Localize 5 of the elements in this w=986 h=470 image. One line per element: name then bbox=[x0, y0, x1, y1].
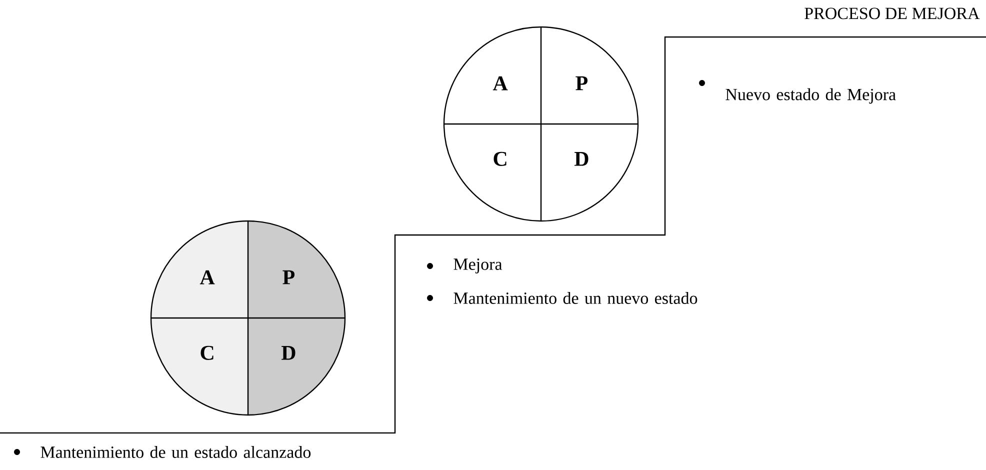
bullet-item: Mantenimiento de un estado alcanzado bbox=[14, 446, 311, 458]
heading: PROCESO DE MEJORA bbox=[804, 8, 980, 20]
bullet-item: Mantenimiento de un nuevo estado bbox=[427, 292, 698, 304]
bullet-item: Mejora bbox=[427, 258, 502, 274]
bullet-item: Nuevo estado de Mejora bbox=[699, 80, 896, 104]
